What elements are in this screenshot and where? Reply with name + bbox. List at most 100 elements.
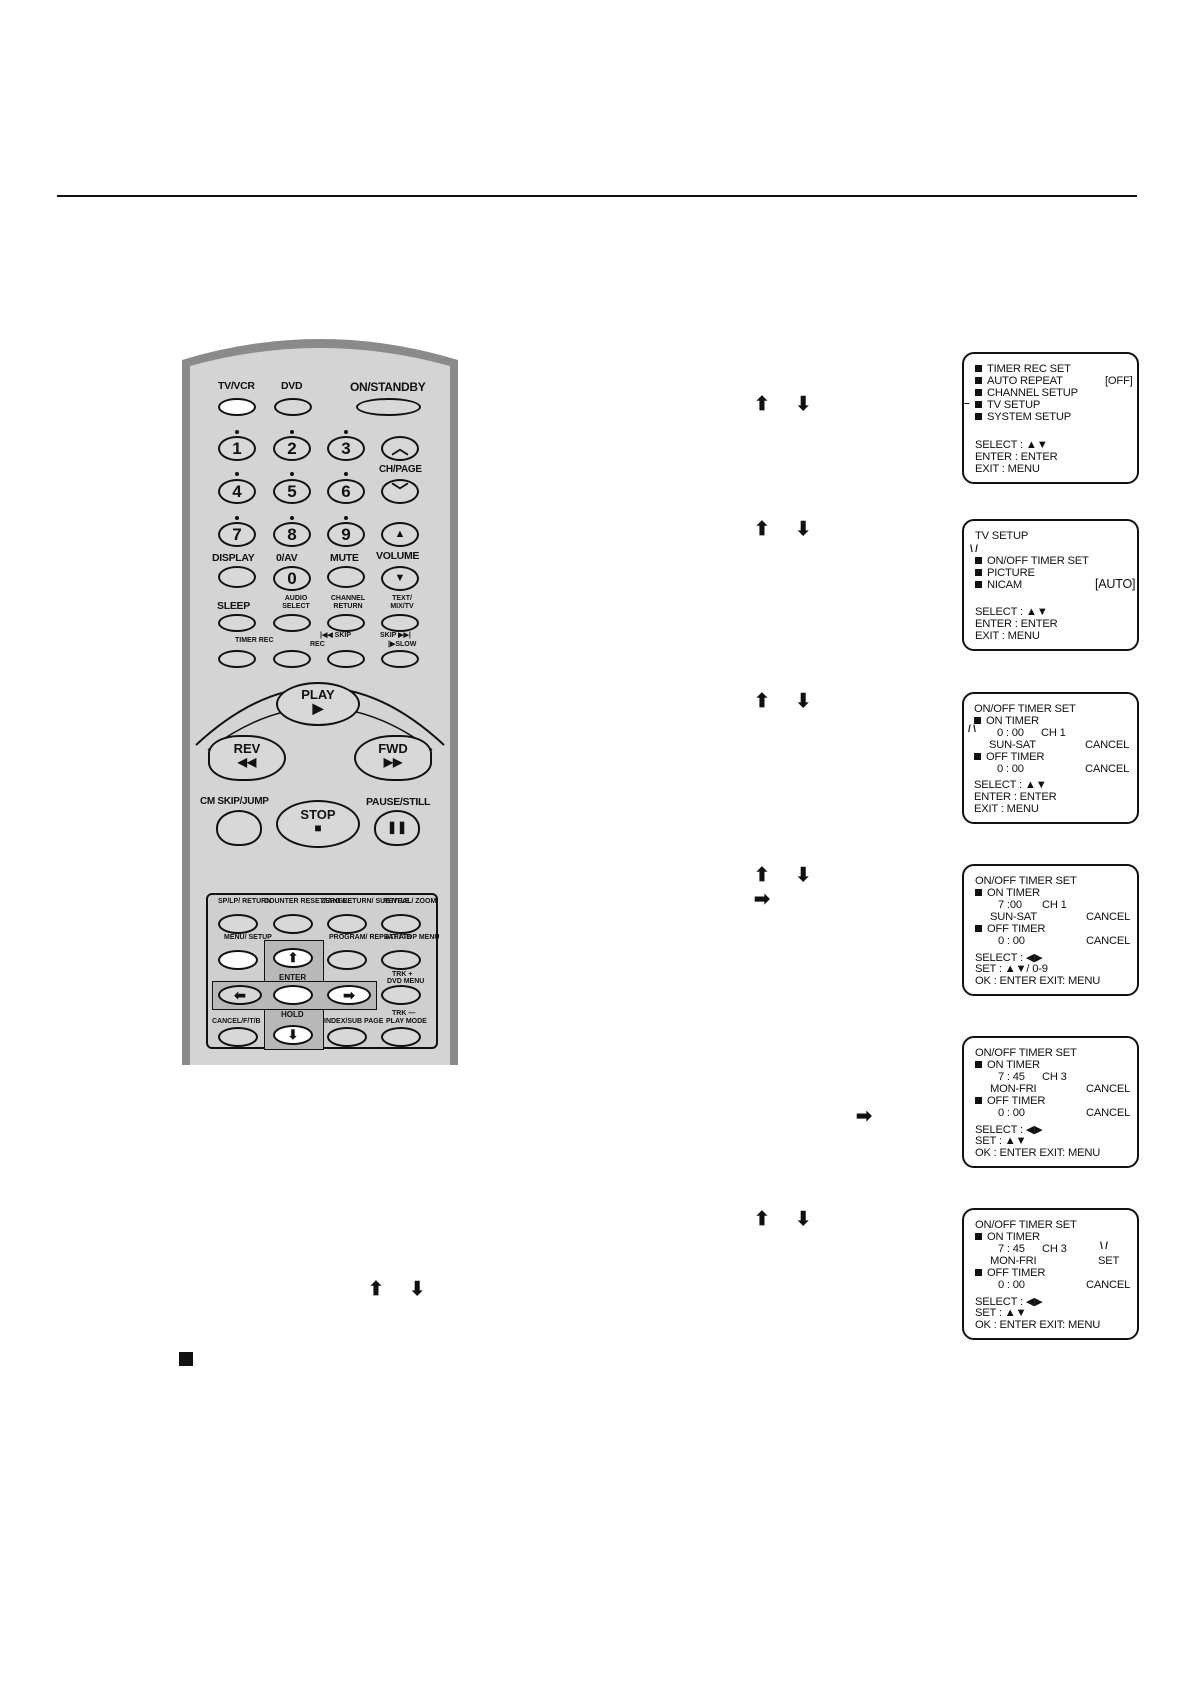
channel: CH 1 [1042,899,1067,911]
counter-reset-label: COUNTER RESET/ ANGLE [264,898,353,905]
help-line: SET : ▲▼ [975,1135,1027,1147]
blink-icon: – [964,398,970,409]
fast-forward-icon: ▶▶ [383,755,403,769]
text-mix-tv-button[interactable] [381,614,419,632]
atr-top-menu-button[interactable] [381,950,421,970]
rewind-icon: ◀◀ [237,755,257,769]
menu-item: AUTO REPEAT [987,375,1063,387]
zero-return-button[interactable] [327,914,367,934]
right-arrow-button[interactable]: ➡ [327,985,371,1005]
cancel-text: CANCEL [1085,763,1130,775]
osd-timer-set-4: ON/OFF TIMER SET ON TIMER 7 : 45 CH 3 MO… [962,1208,1139,1340]
on-standby-button[interactable] [356,398,421,416]
volume-label: VOLUME [376,550,420,562]
display-button[interactable] [218,566,256,588]
trk-plus-button[interactable] [381,985,421,1005]
index-subpage-label: INDEX/SUB PAGE [324,1018,384,1025]
indicator-dot [344,472,348,476]
program-repeat-button[interactable] [327,950,367,970]
menu-item: NICAM [987,579,1023,591]
step4-arrows: ⬆ ⬇ [754,865,822,886]
number-1-button[interactable]: 1 [218,436,256,461]
help-line: SET : ▲▼ [975,1307,1027,1319]
cancel-label: CANCEL/F/T/B [212,1018,261,1025]
sleep-button[interactable] [218,614,256,632]
help-line: EXIT : MENU [975,463,1040,475]
channel-return-button[interactable] [327,614,365,632]
play-mode-button[interactable] [381,1027,421,1047]
down-arrow-button[interactable]: ⬇ [273,1025,313,1045]
remote-control-illustration: TV/VCR DVD ON/STANDBY 1 2 3 ︿ CH/PAGE 4 … [180,330,460,1065]
reveal-zoom-button[interactable] [381,914,421,934]
stop-button[interactable]: STOP ■ [276,800,360,848]
number-2-button[interactable]: 2 [273,436,311,461]
number-9-button[interactable]: 9 [327,522,365,547]
skip-slow-button[interactable] [381,650,419,668]
trk-minus-label: TRK — [392,1010,416,1017]
cm-skip-label: CM SKIP/JUMP [200,796,269,807]
step3-arrows: ⬆ ⬇ [754,691,822,712]
cm-skip-button[interactable] [216,810,262,846]
rec-label: REC [310,641,325,648]
number-6-button[interactable]: 6 [327,479,365,504]
osd-title: ON/OFF TIMER SET [975,875,1077,887]
off-time: 0 : 00 [997,763,1024,775]
pause-button[interactable]: ❚❚ [374,810,420,846]
set-indicator: SET [1098,1255,1120,1267]
reveal-zoom-label: REVEAL/ ZOOM [383,898,437,905]
sp-lp-button[interactable] [218,914,258,934]
audio-select-button[interactable] [273,614,311,632]
enter-button[interactable] [273,985,313,1005]
indicator-dot [290,516,294,520]
number-5-button[interactable]: 5 [273,479,311,504]
play-label: PLAY [301,687,335,702]
ch-up-button[interactable]: ︿ [381,436,419,461]
number-3-button[interactable]: 3 [327,436,365,461]
mute-button[interactable] [327,566,365,588]
off-time: 0 : 00 [998,935,1025,947]
channel: CH 3 [1042,1071,1067,1083]
pause-still-label: PAUSE/STILL [366,796,431,808]
left-arrow-button[interactable]: ⬅ [218,985,262,1005]
rec-button[interactable] [273,650,311,668]
fwd-button[interactable]: FWD ▶▶ [354,735,432,781]
step4-right-arrow: ➡ [754,889,770,910]
header-rule [57,195,1137,197]
help-line: EXIT : MENU [975,630,1040,642]
cancel-text: CANCEL [1086,911,1131,923]
volume-down-button[interactable]: ▼ [381,566,419,591]
menu-setup-button[interactable] [218,950,258,970]
on-timer-label: ON TIMER [986,715,1039,727]
tv-vcr-button[interactable] [218,398,256,416]
indicator-dot [290,472,294,476]
help-line: EXIT : MENU [974,803,1039,815]
number-0-button[interactable]: 0 [273,566,311,591]
dvd-menu-label: DVD MENU [387,978,425,985]
osd-title: ON/OFF TIMER SET [975,1219,1077,1231]
mute-label: MUTE [330,552,359,564]
counter-reset-button[interactable] [273,914,313,934]
cancel-text: CANCEL [1085,739,1130,751]
sleep-label: SLEEP [217,600,250,612]
osd-title: ON/OFF TIMER SET [974,703,1076,715]
volume-up-button[interactable]: ▲ [381,522,419,547]
step1-arrows: ⬆ ⬇ [754,394,822,415]
rev-button[interactable]: REV ◀◀ [208,735,286,781]
skip-back-button[interactable] [327,650,365,668]
index-subpage-button[interactable] [327,1027,367,1047]
rev-label: REV [233,741,261,756]
program-repeat-label: PROGRAM/ REPEAT A-B [329,934,412,941]
up-arrow-button[interactable]: ⬆ [273,948,313,968]
timer-rec-button[interactable] [218,650,256,668]
audio-select-label: AUDIO SELECT [282,595,310,610]
number-4-button[interactable]: 4 [218,479,256,504]
dvd-button[interactable] [274,398,312,416]
blink-icon: / \ [968,724,976,735]
number-7-button[interactable]: 7 [218,522,256,547]
ch-down-button[interactable]: ﹀ [381,479,419,504]
cancel-button[interactable] [218,1027,258,1047]
help-line: ENTER : ENTER [975,451,1058,463]
number-8-button[interactable]: 8 [273,522,311,547]
fwd-label: FWD [378,741,408,756]
play-button[interactable]: PLAY ▶ [276,682,360,726]
